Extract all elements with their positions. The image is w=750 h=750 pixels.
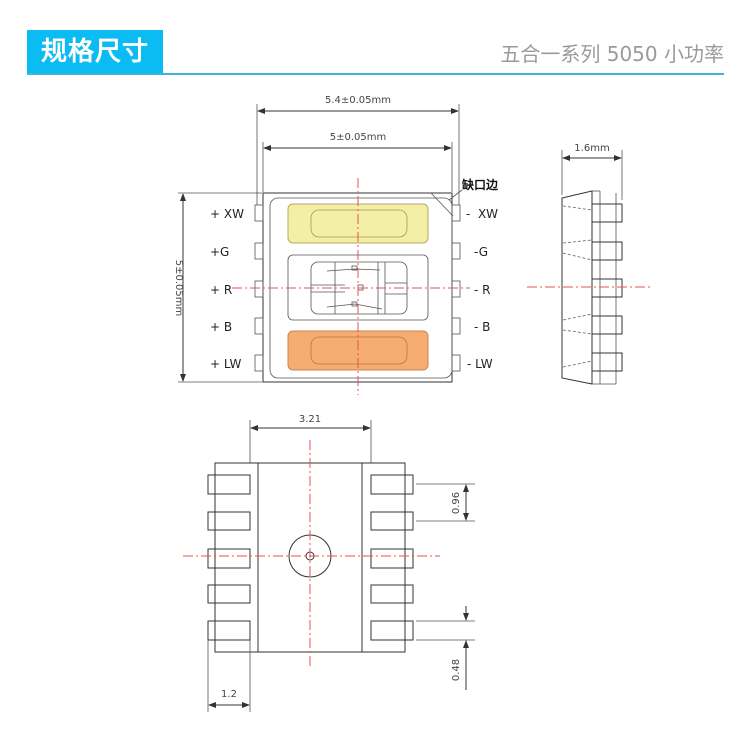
dim-outer-width: 5.4±0.05mm: [256, 95, 460, 205]
section-title: 规格尺寸: [27, 30, 163, 74]
pin-label-right: - XW: [466, 207, 498, 221]
bottom-view: 3.21 0.96 0.48 1.2: [183, 414, 475, 712]
chip-lw: [287, 330, 429, 371]
pin-label-right: - LW: [467, 357, 493, 371]
right-pins: [451, 204, 461, 372]
dim-pin-width-label: 0.48: [451, 659, 462, 681]
header-divider: [27, 73, 724, 75]
side-view: 1.6mm: [527, 143, 650, 385]
bottom-right-pads: [370, 474, 414, 641]
pin-label-left: + LW: [210, 357, 241, 371]
dim-outer-width-label: 5.4±0.05mm: [325, 95, 391, 106]
dim-height: 5±0.05mm: [173, 192, 262, 383]
notch-edge: [430, 192, 454, 217]
pin-label-left: + B: [210, 320, 232, 334]
notch-label: 缺口边: [462, 177, 499, 192]
pin-label-right: - B: [474, 320, 490, 334]
left-pins: [254, 204, 264, 372]
bottom-left-pads: [207, 474, 251, 641]
pin-label-right: -G: [474, 245, 488, 259]
dim-center-width-label: 3.21: [299, 414, 321, 425]
dim-body-width-label: 5±0.05mm: [330, 132, 387, 143]
pin-label-left: +G: [210, 245, 229, 259]
dim-pin-pitch-label: 0.96: [451, 492, 462, 514]
dim-thickness-label: 1.6mm: [574, 143, 609, 154]
product-series: 五合一系列 5050 小功率: [500, 42, 724, 66]
dim-pin-length-label: 1.2: [221, 689, 237, 700]
dim-body-width: 5±0.05mm: [262, 132, 453, 192]
pin-label-left: + XW: [210, 207, 244, 221]
pin-label-left: + R: [210, 283, 232, 297]
pin-label-right: - R: [474, 283, 490, 297]
dim-height-label: 5±0.05mm: [173, 260, 184, 317]
top-view: 5.4±0.05mm 5±0.05mm 5±0.05mm 缺口边: [173, 95, 499, 395]
